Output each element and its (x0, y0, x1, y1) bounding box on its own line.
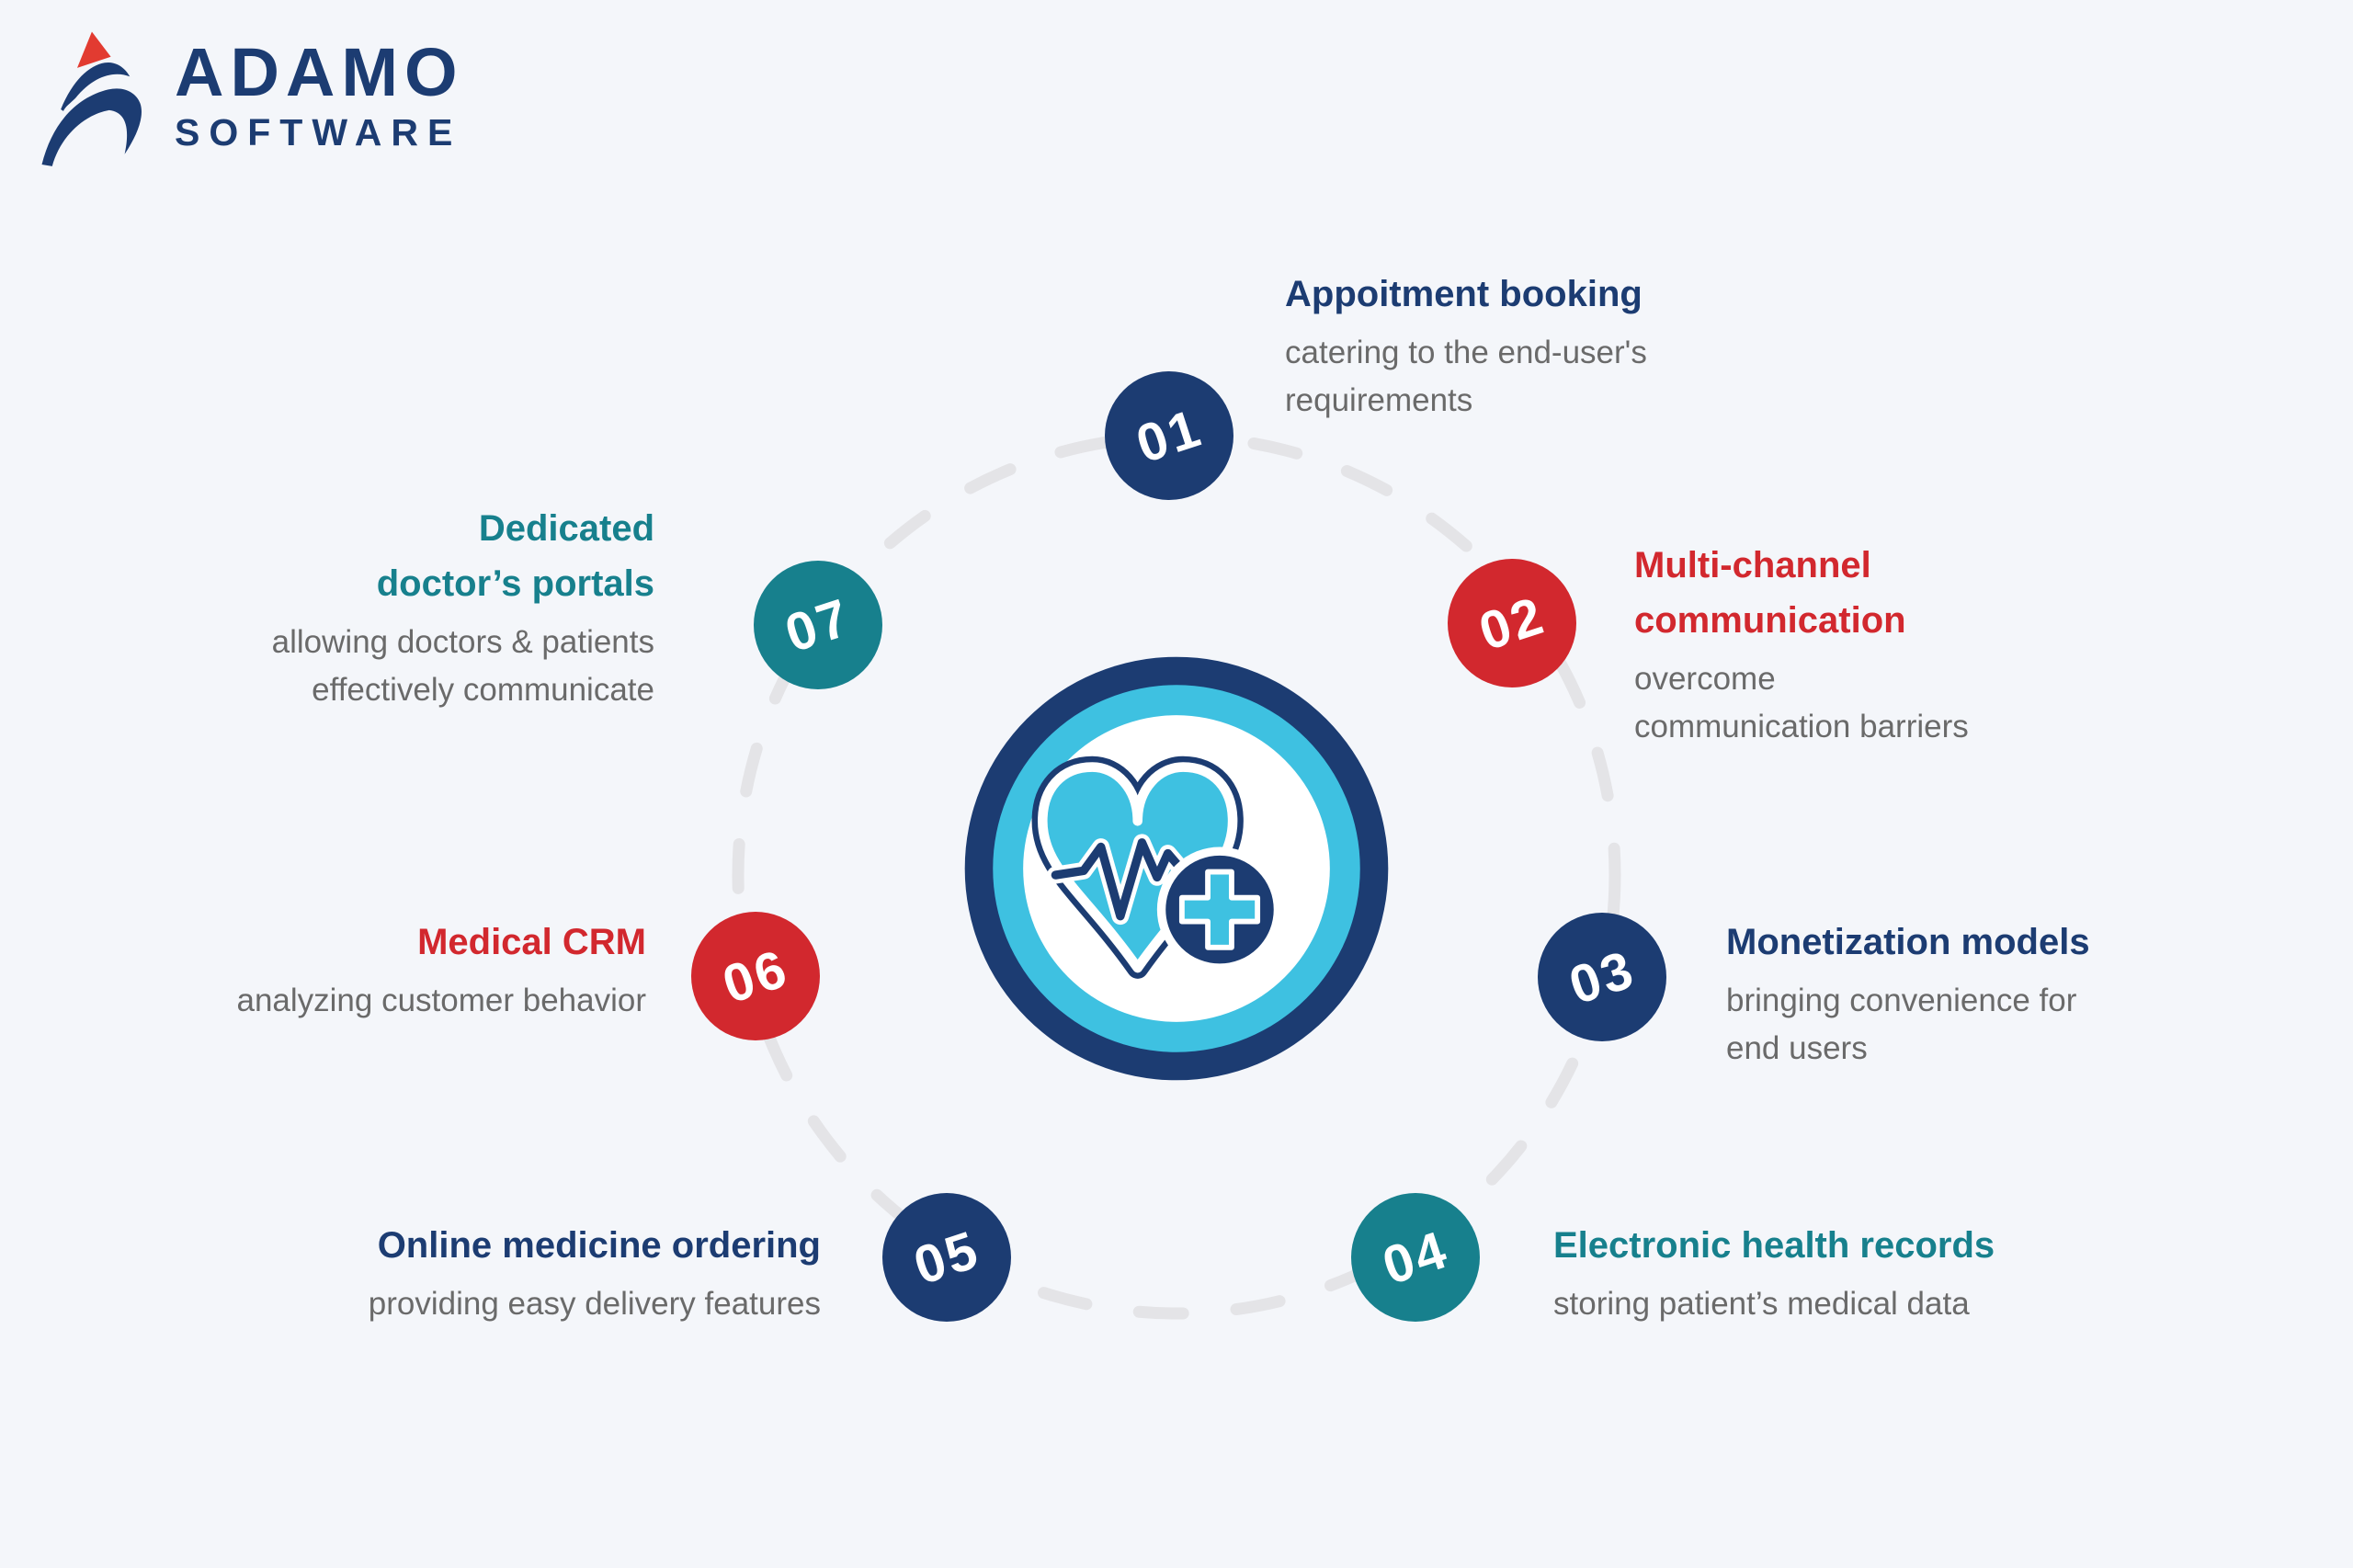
step-badge-07: 07 (754, 561, 882, 689)
feature-title: Dedicated doctor’s portals (376, 508, 654, 604)
feature-title: Appoitment booking (1285, 274, 1643, 314)
feature-title: Monetization models (1726, 922, 2090, 962)
feature-title: Electronic health records (1553, 1225, 1995, 1266)
adamo-logo-mark-icon (41, 31, 142, 166)
feature-description: providing easy delivery features (368, 1286, 821, 1322)
adamo-logo: ADAMO SOFTWARE (35, 20, 464, 169)
step-badge-04: 04 (1351, 1193, 1480, 1322)
step-number-03: 03 (1562, 938, 1643, 1016)
feature-description: storing patient’s medical data (1553, 1286, 1970, 1322)
feature-title: Multi-channel communication (1634, 545, 1906, 641)
step-badge-06: 06 (691, 912, 820, 1040)
feature-medical-crm: Medical CRM analyzing customer behavior (236, 915, 646, 1025)
step-badge-02: 02 (1448, 559, 1576, 687)
feature-monetization-models: Monetization models bringing convenience… (1726, 915, 2090, 1073)
logo-name: ADAMO (175, 33, 464, 110)
step-number-05: 05 (906, 1219, 987, 1296)
feature-online-medicine-ordering: Online medicine ordering providing easy … (369, 1218, 821, 1328)
feature-electronic-health-records: Electronic health records storing patien… (1553, 1218, 1995, 1328)
feature-appointment-booking: Appoitment booking catering to the end-u… (1285, 267, 1647, 425)
feature-dedicated-doctors-portals: Dedicated doctor’s portals allowing doct… (272, 501, 654, 714)
step-number-02: 02 (1472, 585, 1552, 662)
step-number-06: 06 (715, 937, 796, 1015)
logo-subname: SOFTWARE (175, 110, 462, 153)
step-badge-01: 01 (1105, 371, 1233, 500)
step-badge-05: 05 (882, 1193, 1011, 1322)
feature-description: allowing doctors & patients effectively … (271, 624, 654, 708)
adamo-logo-text: ADAMO SOFTWARE (175, 33, 464, 153)
feature-description: analyzing customer behavior (236, 983, 646, 1018)
step-number-07: 07 (778, 586, 858, 664)
feature-description: bringing convenience for end users (1726, 983, 2077, 1066)
feature-description: catering to the end-user's requirements (1285, 335, 1647, 418)
step-badge-03: 03 (1538, 913, 1666, 1041)
feature-description: overcome communication barriers (1634, 661, 1969, 744)
step-number-01: 01 (1129, 397, 1210, 474)
step-number-04: 04 (1375, 1219, 1456, 1296)
feature-multi-channel-communication: Multi-channel communication overcome com… (1634, 538, 1969, 751)
heart-pulse-plus-icon (964, 656, 1389, 1081)
feature-title: Online medicine ordering (377, 1225, 821, 1266)
feature-title: Medical CRM (417, 922, 646, 962)
